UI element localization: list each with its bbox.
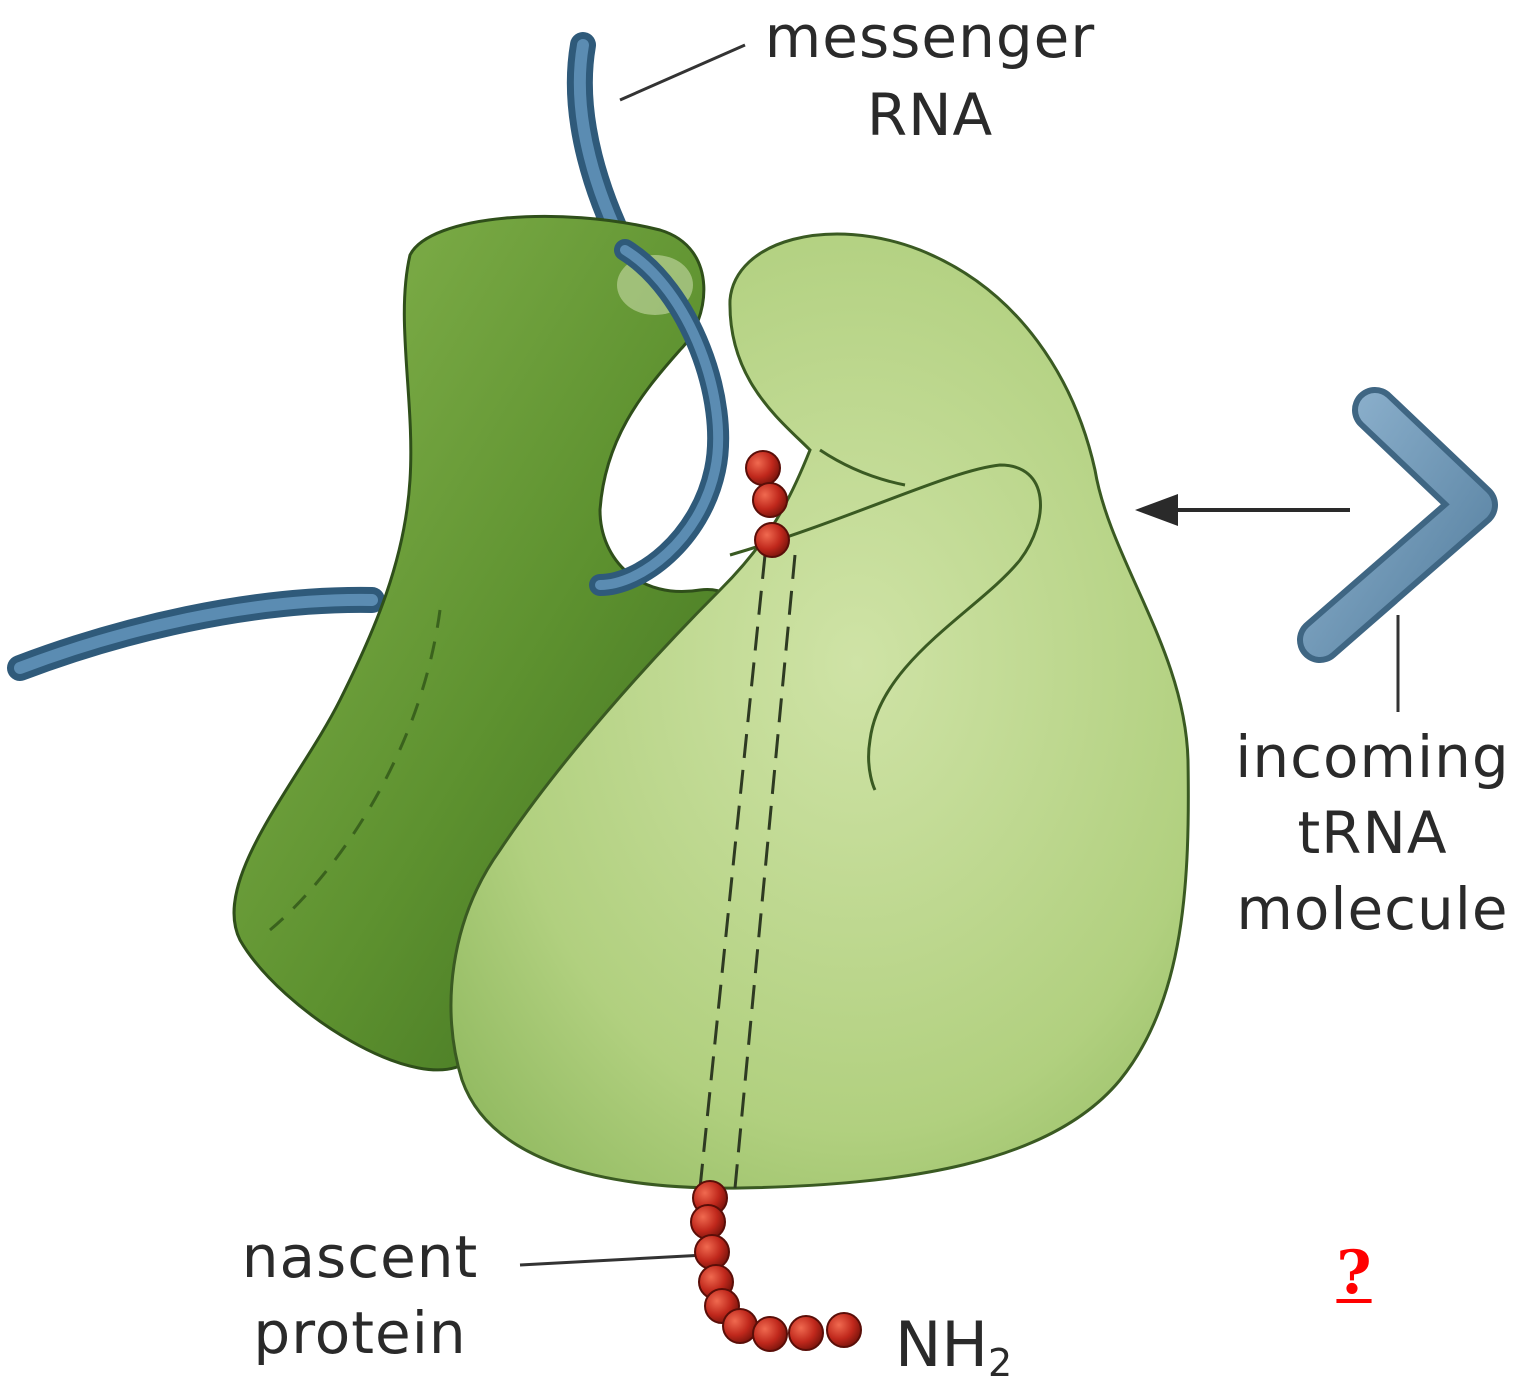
help-question-link[interactable]: ?: [1328, 1238, 1380, 1308]
amino-acid-bead: [789, 1316, 823, 1350]
trna-label-line3: molecule: [1215, 880, 1528, 938]
protein-label-line2: protein: [220, 1304, 500, 1362]
nh2-main: NH: [895, 1308, 988, 1381]
nh2-subscript: 2: [988, 1341, 1012, 1385]
amino-acid-bead: [753, 1317, 787, 1351]
amino-terminus-label: NH2: [895, 1308, 1012, 1385]
amino-acid-bead: [691, 1205, 725, 1239]
arrow-left-icon: [1135, 494, 1350, 526]
amino-acid-bead: [827, 1313, 861, 1347]
protein-label: nascent protein: [220, 1228, 500, 1362]
mrna-label: messenger RNA: [720, 8, 1140, 144]
mrna-label-line2: RNA: [720, 86, 1140, 144]
amino-acid-bead: [695, 1235, 729, 1269]
amino-acid-bead: [755, 523, 789, 557]
amino-acid-bead: [746, 451, 780, 485]
trna-label: incoming tRNA molecule: [1215, 728, 1528, 938]
incoming-trna-shape: [1320, 410, 1475, 640]
amino-acid-bead: [753, 483, 787, 517]
amino-acid-bead: [723, 1309, 757, 1343]
trna-label-line2: tRNA: [1215, 804, 1528, 862]
trna-label-line1: incoming: [1215, 728, 1528, 786]
mrna-label-line1: messenger: [720, 8, 1140, 66]
protein-label-line1: nascent: [220, 1228, 500, 1286]
